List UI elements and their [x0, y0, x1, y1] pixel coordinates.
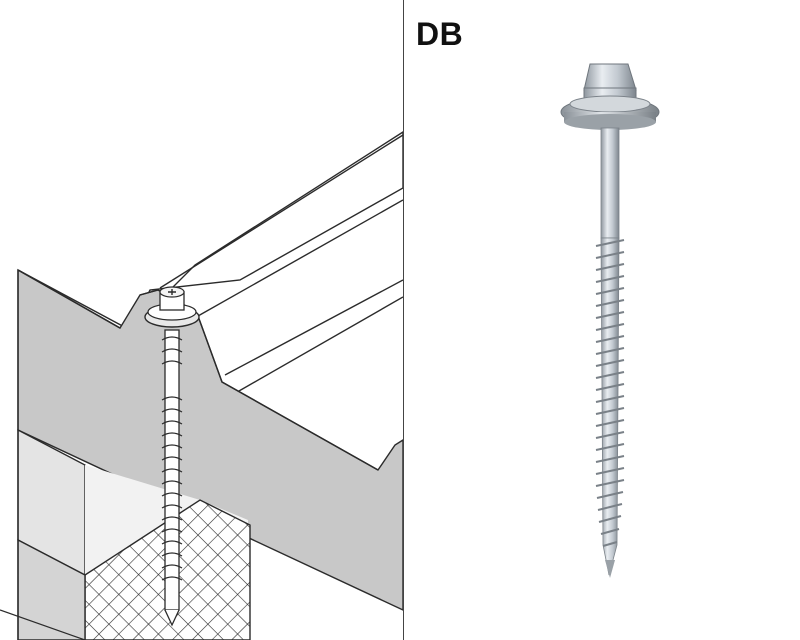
roof-sheet-top: [17, 131, 403, 331]
product-label: DB: [416, 16, 464, 52]
shank: [600, 127, 620, 239]
screw-photo-icon: [560, 63, 660, 578]
panel-divider: [403, 0, 404, 640]
installation-illustration: [0, 131, 403, 640]
screw-thread: [161, 336, 183, 581]
roof-panel-installation-icon: [0, 131, 403, 640]
hex-head: [583, 63, 637, 91]
thread-lines: [595, 239, 625, 547]
product-photo-panel: DB: [404, 0, 800, 640]
